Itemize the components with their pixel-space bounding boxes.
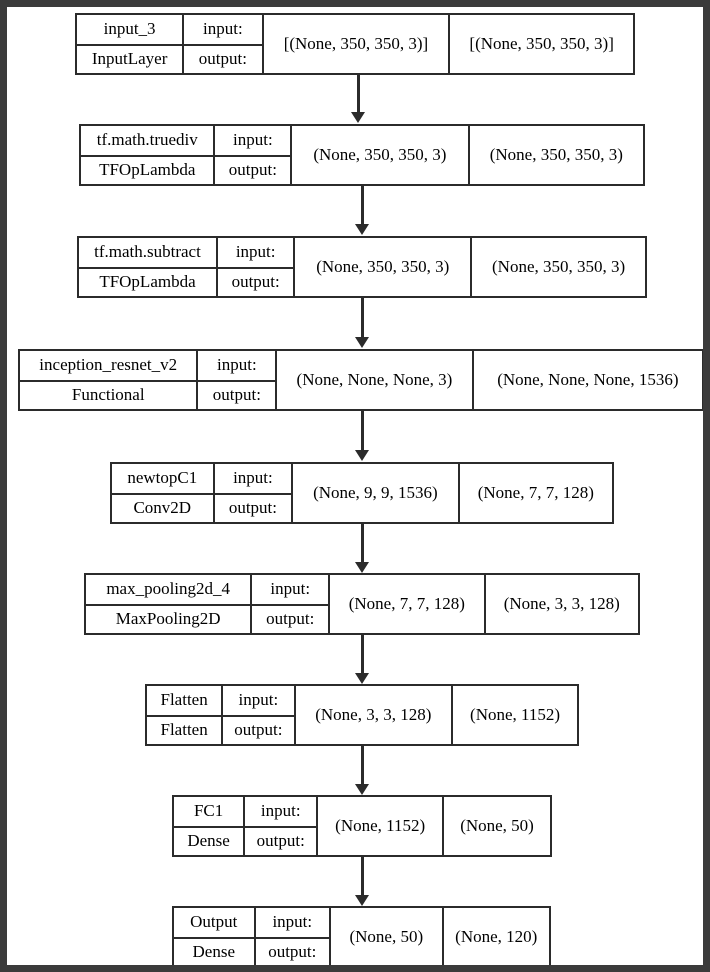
node-input-shape: (None, 350, 350, 3) <box>293 238 470 296</box>
node-output-shape: (None, 1152) <box>451 686 577 744</box>
node-input-shape: (None, 9, 9, 1536) <box>291 464 457 522</box>
node-name-column: tf.math.truediv TFOpLambda <box>81 126 214 184</box>
node-max_pooling2d_4[interactable]: max_pooling2d_4 MaxPooling2D input: outp… <box>84 573 640 635</box>
edge-newtopC1-to-max_pooling2d_4 <box>352 524 372 573</box>
node-io-column: input: output: <box>196 351 276 409</box>
node-input-shape: (None, 1152) <box>316 797 442 855</box>
node-output-label: output: <box>215 155 291 184</box>
node-layer-type: TFOpLambda <box>81 155 214 184</box>
node-output-label: output: <box>255 937 330 965</box>
node-layer-name: Output <box>190 912 238 932</box>
node-FC1[interactable]: FC1 Dense input: output: (None, 1152) (N… <box>172 795 552 857</box>
node-input-label: input: <box>272 912 313 932</box>
node-output-shape: (None, 350, 350, 3) <box>470 238 645 296</box>
node-output-label: output: <box>223 715 294 744</box>
node-io-column: input: output: <box>243 797 317 855</box>
node-output-label: output: <box>217 267 294 296</box>
edge-tf_math_truediv-to-tf_math_subtract <box>352 186 372 235</box>
node-input-label: input: <box>233 130 273 150</box>
node-name-column: inception_resnet_v2 Functional <box>20 351 197 409</box>
node-output-shape: (None, 350, 350, 3) <box>467 126 643 184</box>
node-output-label: output: <box>245 826 317 855</box>
node-io-column: input: output: <box>212 464 292 522</box>
node-input-shape: (None, 50) <box>329 908 441 965</box>
node-input-shape: (None, 3, 3, 128) <box>293 686 452 744</box>
node-name-column: FC1 Dense <box>174 797 244 855</box>
node-name-column: input_3 InputLayer <box>77 15 183 73</box>
node-output-label: output: <box>214 493 292 522</box>
node-tf_math_subtract[interactable]: tf.math.subtract TFOpLambda input: outpu… <box>77 236 647 298</box>
node-output-label: output: <box>198 380 276 409</box>
node-layer-type: Dense <box>174 826 244 855</box>
edge-input_3-to-tf_math_truediv <box>348 75 368 123</box>
node-layer-type: Dense <box>174 937 254 965</box>
node-name-column: newtopC1 Conv2D <box>112 464 213 522</box>
node-Flatten[interactable]: Flatten Flatten input: output: (None, 3,… <box>145 684 579 746</box>
node-input-label: input: <box>260 801 301 821</box>
node-input-label: input: <box>203 19 243 39</box>
graph-area: input_3 InputLayer input: output: [(None… <box>7 7 703 965</box>
node-input-label: input: <box>235 242 276 262</box>
node-output-shape: (None, 3, 3, 128) <box>483 575 638 633</box>
node-name-column: Flatten Flatten <box>147 686 222 744</box>
node-input-label: input: <box>270 579 311 599</box>
node-layer-name: Flatten <box>160 690 208 710</box>
node-output-shape: (None, 7, 7, 128) <box>457 464 612 522</box>
node-io-column: input: output: <box>253 908 330 965</box>
node-newtopC1[interactable]: newtopC1 Conv2D input: output: (None, 9,… <box>110 462 614 524</box>
node-layer-name: tf.math.truediv <box>96 130 198 150</box>
node-layer-name: max_pooling2d_4 <box>106 579 231 599</box>
edge-FC1-to-Output <box>352 857 372 906</box>
node-layer-type: Functional <box>20 380 197 409</box>
node-io-column: input: output: <box>215 238 294 296</box>
node-io-column: input: output: <box>221 686 294 744</box>
node-input-label: input: <box>217 355 257 375</box>
node-output-shape: (None, 50) <box>442 797 550 855</box>
node-layer-type: Flatten <box>147 715 222 744</box>
edge-Flatten-to-FC1 <box>352 746 372 795</box>
edge-tf_math_subtract-to-inception_resnet_v2 <box>352 298 372 348</box>
node-layer-name: tf.math.subtract <box>94 242 201 262</box>
node-layer-name: newtopC1 <box>127 468 198 488</box>
node-input-shape: (None, 7, 7, 128) <box>328 575 483 633</box>
node-name-column: max_pooling2d_4 MaxPooling2D <box>86 575 251 633</box>
node-input_3[interactable]: input_3 InputLayer input: output: [(None… <box>75 13 635 75</box>
node-output-shape: (None, 120) <box>441 908 549 965</box>
node-io-column: input: output: <box>250 575 329 633</box>
node-output-shape: (None, None, None, 1536) <box>471 351 702 409</box>
node-input-label: input: <box>233 468 273 488</box>
node-name-column: Output Dense <box>174 908 254 965</box>
node-io-column: input: output: <box>182 15 262 73</box>
node-name-column: tf.math.subtract TFOpLambda <box>79 238 216 296</box>
node-layer-name: input_3 <box>103 19 156 39</box>
node-layer-type: InputLayer <box>77 44 183 73</box>
node-io-column: input: output: <box>213 126 291 184</box>
node-layer-name: inception_resnet_v2 <box>39 355 178 375</box>
node-layer-name: FC1 <box>193 801 224 821</box>
node-output-label: output: <box>184 44 262 73</box>
node-output-shape: [(None, 350, 350, 3)] <box>448 15 633 73</box>
node-layer-type: Conv2D <box>112 493 213 522</box>
node-inception_resnet_v2[interactable]: inception_resnet_v2 Functional input: ou… <box>18 349 703 411</box>
node-input-shape: (None, None, None, 3) <box>275 351 471 409</box>
node-input-shape: (None, 350, 350, 3) <box>290 126 467 184</box>
edge-inception_resnet_v2-to-newtopC1 <box>352 411 372 461</box>
node-tf_math_truediv[interactable]: tf.math.truediv TFOpLambda input: output… <box>79 124 645 186</box>
node-input-label: input: <box>238 690 279 710</box>
node-input-shape: [(None, 350, 350, 3)] <box>261 15 449 73</box>
edge-max_pooling2d_4-to-Flatten <box>352 635 372 684</box>
node-output-label: output: <box>252 604 329 633</box>
node-Output[interactable]: Output Dense input: output: (None, 50) (… <box>172 906 551 965</box>
node-layer-type: TFOpLambda <box>79 267 216 296</box>
node-layer-type: MaxPooling2D <box>86 604 251 633</box>
